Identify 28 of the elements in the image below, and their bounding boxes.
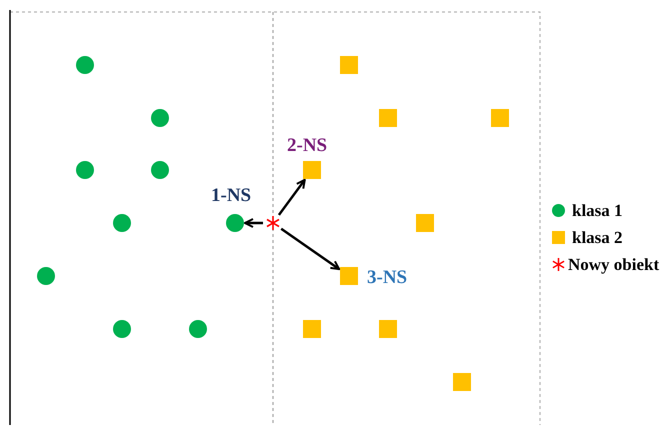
class-point xyxy=(76,161,94,179)
class-point xyxy=(113,320,131,338)
class-point xyxy=(379,109,397,127)
class-point xyxy=(303,320,321,338)
class-point xyxy=(340,267,358,285)
class-point xyxy=(416,214,434,232)
legend-label: klasa 2 xyxy=(572,229,623,246)
class-point xyxy=(76,56,94,74)
class-point xyxy=(37,267,55,285)
neighbor-label: 2-NS xyxy=(287,136,328,155)
class-point xyxy=(189,320,207,338)
class-point xyxy=(151,161,169,179)
class-point xyxy=(453,373,471,391)
neighbor-label: 3-NS xyxy=(367,268,408,287)
arrow xyxy=(278,178,306,216)
neighbor-label: 1-NS xyxy=(211,186,252,205)
legend-label: klasa 1 xyxy=(572,202,623,219)
class-point xyxy=(379,320,397,338)
new-object-marker xyxy=(266,216,280,230)
arrow xyxy=(280,228,340,270)
class-point xyxy=(151,109,169,127)
class-point xyxy=(113,214,131,232)
class-point xyxy=(303,161,321,179)
arrow xyxy=(244,218,263,228)
class-point xyxy=(340,56,358,74)
class-point xyxy=(226,214,244,232)
legend-label: Nowy obiekt xyxy=(568,256,660,273)
class-point xyxy=(491,109,509,127)
